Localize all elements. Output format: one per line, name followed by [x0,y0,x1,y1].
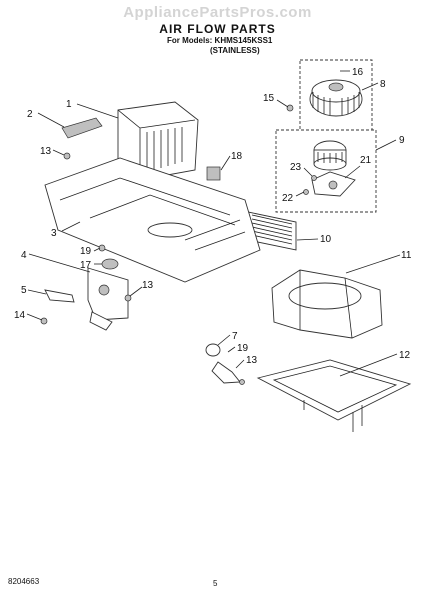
callout-14: 14 [14,310,26,321]
clip-part [44,289,75,303]
callout-23: 23 [290,162,302,173]
callout-1: 1 [66,99,72,110]
callout-10: 10 [320,234,332,245]
doc-number: 8204663 [8,577,40,586]
callout-5: 5 [21,285,27,296]
base-plate-group [44,157,261,283]
callout-13-a: 13 [40,146,52,157]
screw-13-a [63,152,71,160]
callout-8: 8 [380,79,386,90]
callout-3: 3 [51,228,57,239]
screw-14 [40,317,48,325]
callout-11: 11 [401,250,412,261]
screw-15 [286,104,294,112]
lamp-socket-part [211,361,241,384]
callout-2: 2 [27,109,33,120]
motor-box [275,129,377,213]
bracket-part [87,267,129,321]
callout-9: 9 [399,135,405,146]
callout-13-c: 13 [246,355,258,366]
motor-group [275,129,377,213]
base-plate-part [44,157,261,283]
part-17 [101,258,119,270]
lamp-part [205,343,221,357]
callout-19-top: 19 [80,246,92,257]
thermal-part [206,166,221,181]
screw-19-top [98,244,106,252]
clip-23 [311,175,317,181]
models-label: For Models: KHMS145KSS1 [167,36,273,45]
callout-16: 16 [352,67,364,78]
air-guide-group [117,101,199,181]
page-mark: 5 [213,579,218,588]
callout-4: 4 [21,250,27,261]
callout-21: 21 [360,155,372,166]
callout-12: 12 [399,350,411,361]
hardware-group [40,104,317,385]
vent-housing-group [271,269,383,339]
screw-13-b [124,294,132,302]
callout-22: 22 [282,193,294,204]
callout-17: 17 [80,260,92,271]
bottom-plate-group [256,359,412,432]
callout-15: 15 [263,93,275,104]
callout-13-b: 13 [142,280,154,291]
leader-lines [26,70,401,377]
filter-part [61,117,103,139]
callout-19: 19 [237,343,249,354]
variant-label: (STAINLESS) [210,46,260,55]
bracket-group [44,267,129,331]
callout-18: 18 [231,151,243,162]
bottom-plate-part [256,359,412,421]
watermark: AppliancePartsPros.com [123,4,312,21]
blower-wheel-group [299,59,373,131]
screw-22 [303,189,309,195]
callout-7: 7 [232,331,238,342]
page-title: AIR FLOW PARTS [159,22,276,36]
